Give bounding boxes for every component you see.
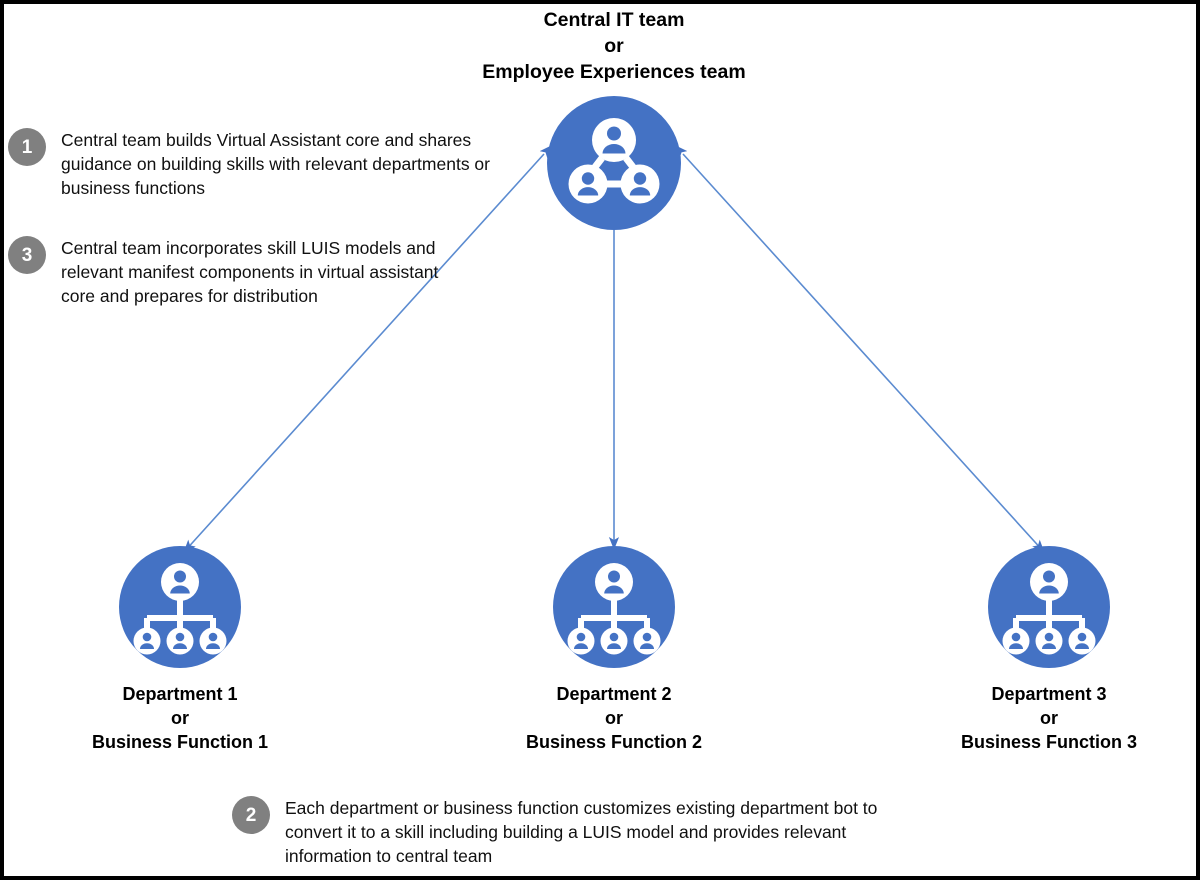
step-3-callout: 3 Central team incorporates skill LUIS m… — [8, 236, 448, 308]
step-2-text: Each department or business function cus… — [285, 798, 878, 867]
org-chart-icon — [567, 563, 661, 655]
step-2-callout: 2 Each department or business function c… — [232, 796, 892, 868]
step-2-badge: 2 — [232, 796, 270, 834]
department-3-label: Department 3 or Business Function 3 — [960, 684, 1138, 752]
department-2-label: Department 2 or Business Function 2 — [525, 684, 703, 752]
central-team-label: Central IT team or Employee Experiences … — [482, 9, 746, 83]
central-team-node[interactable]: Central IT team or Employee Experiences … — [404, 8, 824, 230]
step-3-badge: 3 — [8, 236, 46, 274]
step-1-callout: 1 Central team builds Virtual Assistant … — [8, 128, 528, 200]
department-2-node[interactable]: Department 2 or Business Function 2 — [454, 546, 774, 755]
central-team-circle[interactable] — [547, 95, 681, 230]
people-network-icon — [568, 117, 660, 204]
org-chart-icon — [133, 563, 227, 655]
department-1-node[interactable]: Department 1 or Business Function 1 — [20, 546, 340, 755]
department-2-circle[interactable] — [553, 546, 675, 668]
department-3-node[interactable]: Department 3 or Business Function 3 — [889, 546, 1196, 755]
department-1-circle[interactable] — [119, 546, 241, 668]
org-chart-icon — [1002, 563, 1096, 655]
department-1-label: Department 1 or Business Function 1 — [91, 684, 269, 752]
step-1-badge: 1 — [8, 128, 46, 166]
step-1-text: Central team builds Virtual Assistant co… — [61, 130, 490, 199]
department-3-circle[interactable] — [988, 546, 1110, 668]
step-3-text: Central team incorporates skill LUIS mod… — [61, 238, 439, 307]
